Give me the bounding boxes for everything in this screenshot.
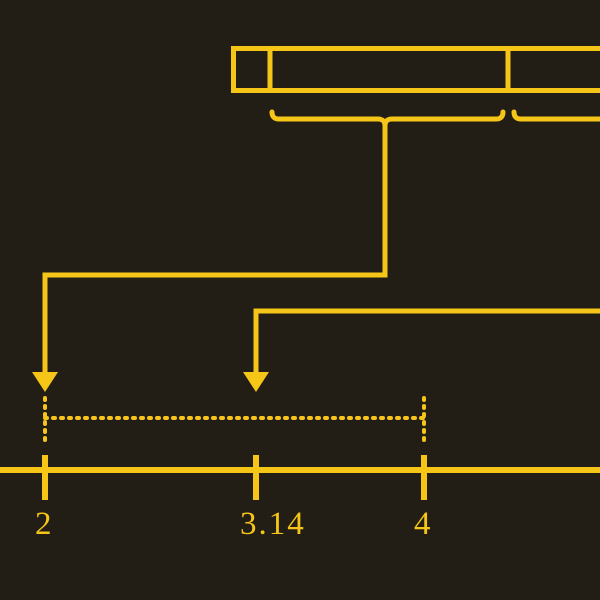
connector-to-3-14 xyxy=(253,308,600,374)
axis-tick-label-1: 3.14 xyxy=(240,506,306,542)
connector-to-3-14-arrowhead xyxy=(243,372,269,392)
axis-tick-label-0: 2 xyxy=(35,506,54,542)
connector-to-2-arrowhead xyxy=(32,372,58,392)
partitioned-bar xyxy=(231,46,600,93)
span-bracket xyxy=(43,396,426,442)
bar-outline xyxy=(231,46,600,93)
brace-0 xyxy=(269,109,506,129)
connector-group xyxy=(32,142,600,392)
axis-tick-label-2: 4 xyxy=(414,506,433,542)
brace-group xyxy=(269,109,600,145)
brace-1 xyxy=(511,109,600,122)
connector-to-2 xyxy=(42,142,388,374)
number-line-axis xyxy=(0,455,600,500)
